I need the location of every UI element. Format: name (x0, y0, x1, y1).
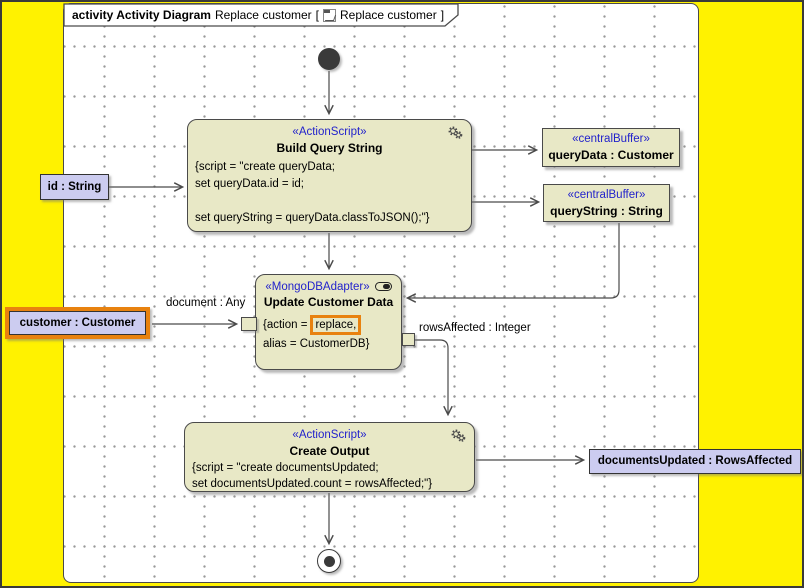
activity-diagram-icon (323, 8, 337, 22)
buffer-name: queryData : Customer (548, 148, 674, 162)
script-line: set queryData.id = id; (195, 178, 304, 190)
buffer-querydata[interactable]: «centralBuffer» queryData : Customer (542, 128, 680, 167)
buffer-querystring[interactable]: «centralBuffer» queryString : String (543, 184, 670, 222)
stereotype-label: «centralBuffer» (572, 133, 650, 145)
param-customer-highlight[interactable]: customer : Customer (5, 307, 150, 339)
alias-line: alias = CustomerDB} (263, 338, 370, 350)
activity-final-node[interactable] (317, 549, 341, 573)
action-name: Update Customer Data (263, 295, 394, 309)
final-node-dot (323, 555, 335, 567)
mongodb-adapter-icon (374, 282, 392, 292)
script-line (195, 193, 464, 210)
frame-ref: Replace customer (340, 8, 437, 22)
frame-header: activity Activity Diagram Replace custom… (72, 5, 444, 25)
behavior-gear-icon (451, 429, 466, 442)
bracket-close: ] (440, 8, 445, 22)
frame-header-tab[interactable] (63, 3, 461, 28)
pin-document-input[interactable] (241, 317, 257, 331)
action-parameter-line: {action =replace, (263, 315, 394, 336)
script-line: {script = "create queryData; (195, 161, 335, 173)
edge-rowsaffected-to-createoutput[interactable] (414, 339, 448, 414)
behavior-gear-icon (448, 126, 463, 139)
param-customer[interactable]: customer : Customer (9, 311, 146, 335)
replace-highlight: replace, (310, 315, 362, 335)
frame-keyword: activity Activity Diagram (72, 8, 211, 22)
param-id[interactable]: id : String (40, 174, 109, 200)
frame-title: Replace customer (214, 8, 312, 22)
action-update-customer-data[interactable]: «MongoDBAdapter» Update Customer Data {a… (255, 274, 402, 370)
stereotype-label: «centralBuffer» (567, 189, 646, 201)
param-label: id : String (47, 181, 102, 193)
script-line: set queryString = queryData.classToJSON(… (195, 212, 430, 224)
action-create-output[interactable]: «ActionScript» Create Output {script = "… (184, 422, 475, 492)
script-line: {script = "create documentsUpdated; (192, 462, 379, 474)
label-rowsaffected-integer: rowsAffected : Integer (419, 322, 531, 334)
buffer-name: queryString : String (550, 204, 663, 218)
pin-rowsaffected-output[interactable] (402, 333, 415, 346)
label-document-any: document : Any (166, 297, 246, 309)
action-build-query-string[interactable]: «ActionScript» Build Query String {scrip… (187, 119, 472, 232)
stereotype-label: «ActionScript» (292, 126, 367, 138)
initial-node[interactable] (318, 48, 340, 70)
edge-querystring-to-update[interactable] (408, 223, 620, 298)
bracket-open: [ (315, 8, 320, 22)
action-name: Build Query String (276, 141, 383, 155)
action-name: Create Output (289, 444, 370, 458)
param-documents-updated[interactable]: documentsUpdated : RowsAffected (589, 449, 801, 474)
script-line: set documentsUpdated.count = rowsAffecte… (192, 478, 433, 490)
param-label: customer : Customer (19, 317, 136, 329)
param-label: documentsUpdated : RowsAffected (597, 455, 793, 467)
stereotype-label: «MongoDBAdapter» (256, 279, 401, 295)
stereotype-label: «ActionScript» (292, 429, 367, 441)
